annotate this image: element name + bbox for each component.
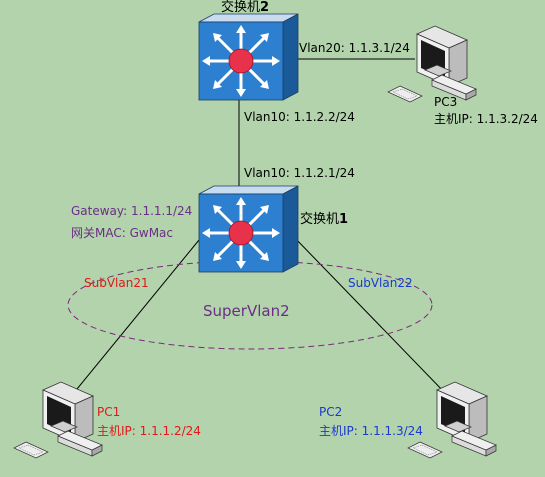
pc2-ip: 主机IP: 1.1.1.3/24 (319, 424, 423, 438)
switch2-icon (198, 13, 299, 101)
connection-lines (67, 58, 449, 401)
gateway-ip-label: Gateway: 1.1.1.1/24 (71, 204, 192, 218)
supervlan-label: SuperVlan2 (203, 302, 290, 320)
pc1-ip: 主机IP: 1.1.1.2/24 (97, 424, 201, 438)
switch1-hub (228, 220, 254, 246)
switch1-label: 交换机1 (300, 211, 348, 227)
subvlan21-label: SubVlan21 (84, 276, 149, 290)
pc3-name: PC3 (434, 95, 457, 109)
pc3-ip: 主机IP: 1.1.3.2/24 (434, 112, 538, 126)
pc2-icon (407, 381, 497, 459)
subvlan22-label: SubVlan22 (348, 276, 413, 290)
switch1-label-prefix: 交换机 (300, 211, 339, 227)
switch2-label-prefix: 交换机 (221, 0, 260, 15)
link-sw1-pc1 (67, 239, 200, 401)
pc3-icon (387, 25, 477, 103)
pc1-icon (13, 381, 103, 459)
pc1-name: PC1 (97, 405, 120, 419)
link-sw1-pc2 (292, 235, 449, 397)
switch1-label-number: 1 (339, 212, 348, 227)
switch2-label: 交换机2 (221, 0, 269, 15)
switch1-icon (198, 185, 299, 273)
switch2-label-number: 2 (260, 0, 269, 15)
gateway-mac-label: 网关MAC: GwMac (71, 226, 173, 240)
link-label-vlan10-sw2: Vlan10: 1.1.2.2/24 (244, 110, 355, 124)
link-label-vlan10-sw1: Vlan10: 1.1.2.1/24 (244, 166, 355, 180)
switch2-hub (228, 48, 254, 74)
pc2-name: PC2 (319, 405, 342, 419)
link-label-vlan20: Vlan20: 1.1.3.1/24 (299, 41, 410, 55)
